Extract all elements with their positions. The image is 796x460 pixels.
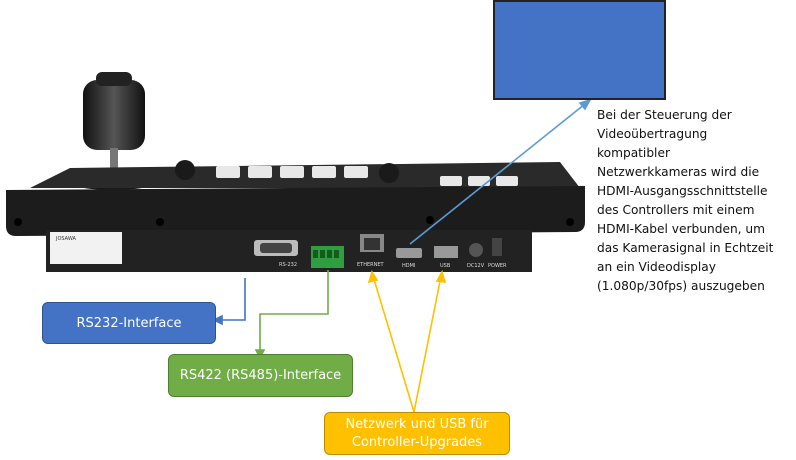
network-usb-box: Netzwerk und USB für Controller-Upgrades <box>324 412 510 455</box>
usb-port-label: USB <box>440 263 451 269</box>
brand-label: JOSAWA <box>55 236 76 242</box>
video-display <box>493 0 666 100</box>
power-switch-label: POWER <box>488 263 507 269</box>
rs232-interface-box: RS232-Interface <box>42 302 216 344</box>
network-usb-connector <box>372 275 442 413</box>
knob-left <box>175 160 195 180</box>
dc-port-label: DC12V <box>467 263 485 269</box>
hdmi-connector <box>409 103 586 245</box>
power-switch <box>492 238 502 256</box>
ethernet-port-label: ETHERNET <box>357 262 385 268</box>
button-row <box>216 166 518 186</box>
usb-port <box>434 246 458 258</box>
rs232-connector <box>218 278 246 321</box>
hdmi-port <box>396 248 422 258</box>
label-sticker <box>50 232 122 264</box>
rs422-connector <box>259 270 329 354</box>
rs232-port-label: RS-232 <box>279 262 297 268</box>
knob-right <box>379 163 399 183</box>
device-body <box>6 186 585 236</box>
hdmi-port-label: HDMI <box>402 263 415 269</box>
dc-port <box>469 243 483 257</box>
rs422-interface-box: RS422 (RS485)-Interface <box>168 354 353 397</box>
hdmi-description: Bei der Steuerung der Videoübertragung k… <box>597 108 774 293</box>
